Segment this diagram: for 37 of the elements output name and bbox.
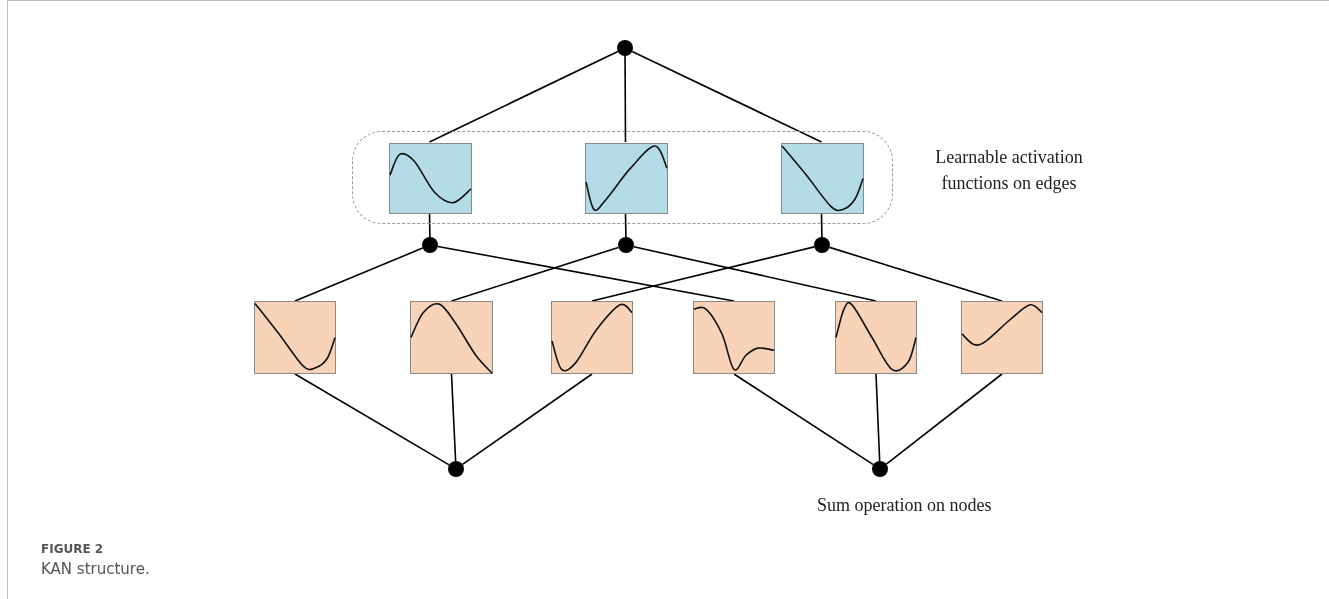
- connector-line: [450, 246, 620, 302]
- sum-node-dot: [872, 461, 888, 477]
- sum-node-dot: [618, 237, 634, 253]
- annotation-text: Learnable activation functions on edges: [934, 146, 1084, 195]
- sum-node-dot: [617, 40, 633, 56]
- figure-caption: KAN structure.: [41, 560, 150, 578]
- connector-line: [450, 373, 457, 462]
- connector-line: [624, 55, 627, 143]
- activation-function-plot: [961, 301, 1043, 374]
- activation-function-plot: [410, 301, 493, 374]
- sum-node-dot: [448, 461, 464, 477]
- connector-line: [733, 373, 875, 466]
- connector-line: [591, 246, 816, 302]
- activation-function-plot: [781, 143, 864, 214]
- annotation-text: Sum operation on nodes: [817, 494, 992, 517]
- connector-line: [461, 373, 593, 466]
- activation-function-plot: [389, 143, 472, 214]
- activation-function-plot: [254, 301, 336, 374]
- sum-node-dot: [422, 237, 438, 253]
- connector-line: [875, 373, 881, 462]
- connector-line: [828, 246, 1003, 302]
- activation-function-plot: [585, 143, 668, 214]
- connector-line: [820, 212, 823, 238]
- connector-line: [294, 373, 450, 466]
- connector-line: [294, 247, 424, 302]
- sum-node-dot: [814, 237, 830, 253]
- figure-number: FIGURE 2: [41, 542, 104, 556]
- connector-line: [428, 50, 619, 143]
- activation-function-plot: [551, 301, 633, 374]
- connector-line: [631, 50, 823, 143]
- connector-line: [624, 212, 627, 238]
- connector-line: [633, 245, 877, 302]
- activation-function-plot: [693, 301, 775, 374]
- activation-function-plot: [835, 301, 917, 374]
- connector-line: [885, 373, 1003, 465]
- connector-line: [428, 212, 431, 238]
- connector-line: [437, 245, 735, 302]
